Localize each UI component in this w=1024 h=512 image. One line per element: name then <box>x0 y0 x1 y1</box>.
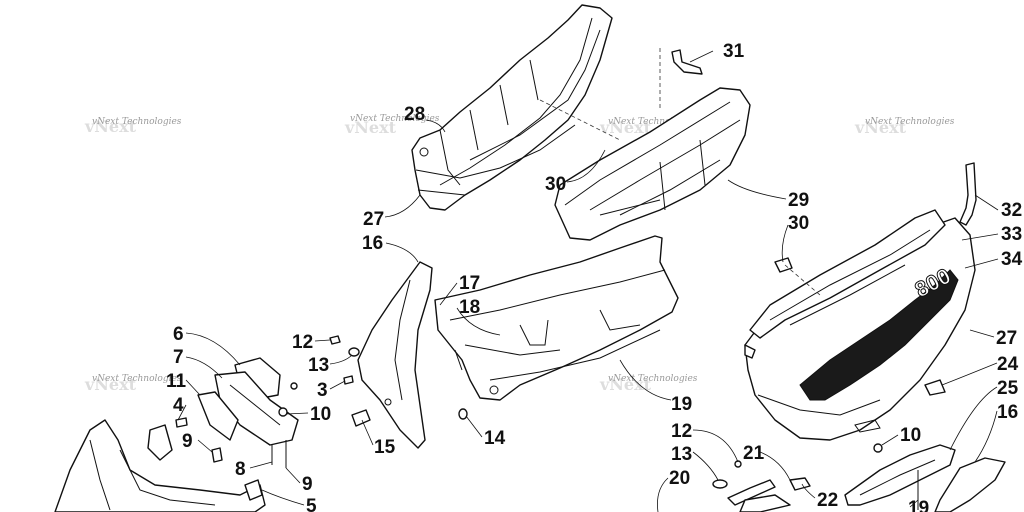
nose-cone <box>54 419 266 512</box>
callout-5: 5 <box>306 496 317 512</box>
leader-lines <box>177 50 999 512</box>
callout-19: 19 <box>908 498 929 512</box>
callout-27: 27 <box>996 328 1017 349</box>
callout-19: 19 <box>671 394 692 415</box>
callout-32: 32 <box>1001 200 1022 221</box>
side-panel-right: 800 <box>744 209 976 441</box>
callout-13: 13 <box>671 444 692 465</box>
svg-text:vNext: vNext <box>84 375 137 394</box>
callout-18: 18 <box>459 297 480 318</box>
watermark-text: vNext Technologies <box>865 117 955 127</box>
callout-4: 4 <box>173 395 184 416</box>
fastener-hardware <box>175 335 919 510</box>
side-panel-left <box>411 4 621 211</box>
callout-20: 20 <box>669 468 690 489</box>
callout-10: 10 <box>900 425 921 446</box>
svg-text:vNext: vNext <box>599 375 652 394</box>
callout-29: 29 <box>788 190 809 211</box>
callout-34: 34 <box>1001 249 1023 270</box>
hinge-hardware <box>712 460 811 512</box>
watermark-text: vNext Technologies <box>350 114 440 124</box>
callout-3: 3 <box>317 380 328 401</box>
callout-31: 31 <box>723 41 745 62</box>
callout-14: 14 <box>484 428 506 449</box>
callout-10: 10 <box>310 404 331 425</box>
callout-13: 13 <box>308 355 329 376</box>
callout-28: 28 <box>404 104 425 125</box>
callout-8: 8 <box>235 459 246 480</box>
callout-16: 16 <box>362 233 383 254</box>
hood-front-left <box>197 357 299 446</box>
callout-22: 22 <box>817 490 838 511</box>
retaining-strap <box>959 162 977 226</box>
callout-24: 24 <box>997 354 1019 375</box>
callout-25: 25 <box>997 378 1019 399</box>
callout-21: 21 <box>743 443 765 464</box>
belly-pan <box>434 235 679 401</box>
svg-text:vNext: vNext <box>854 118 907 137</box>
vent-clip-right <box>774 257 821 296</box>
watermark-text: vNext Technologies <box>92 117 182 127</box>
callout-9: 9 <box>302 474 313 495</box>
callout-16: 16 <box>997 402 1018 423</box>
callout-17: 17 <box>459 273 480 294</box>
callout-12: 12 <box>671 421 692 442</box>
lower-bracket-right <box>844 379 1006 512</box>
callout-7: 7 <box>173 347 184 368</box>
watermark-text: vNext Technologies <box>608 374 698 384</box>
callout-30: 30 <box>545 174 566 195</box>
callout-15: 15 <box>374 437 396 458</box>
svg-text:vNext: vNext <box>599 118 652 137</box>
callout-6: 6 <box>173 324 184 345</box>
watermark-group: vNext vNext Technologies vNext vNext Tec… <box>84 114 955 394</box>
watermark-text: vNext Technologies <box>92 374 182 384</box>
callout-27: 27 <box>363 209 384 230</box>
callout-labels: 31 28 30 27 29 30 32 33 34 27 16 17 18 6… <box>166 41 1023 512</box>
callout-30: 30 <box>788 213 809 234</box>
push-rivet <box>659 48 703 110</box>
watermark-text: vNext Technologies <box>608 117 698 127</box>
callout-11: 11 <box>166 371 187 392</box>
svg-text:vNext: vNext <box>84 117 137 136</box>
vent-grille-top <box>554 87 751 241</box>
svg-text:vNext: vNext <box>344 118 397 137</box>
side-bracket-center <box>357 261 433 449</box>
callout-9: 9 <box>182 431 193 452</box>
callout-33: 33 <box>1001 224 1022 245</box>
callout-12: 12 <box>292 332 313 353</box>
